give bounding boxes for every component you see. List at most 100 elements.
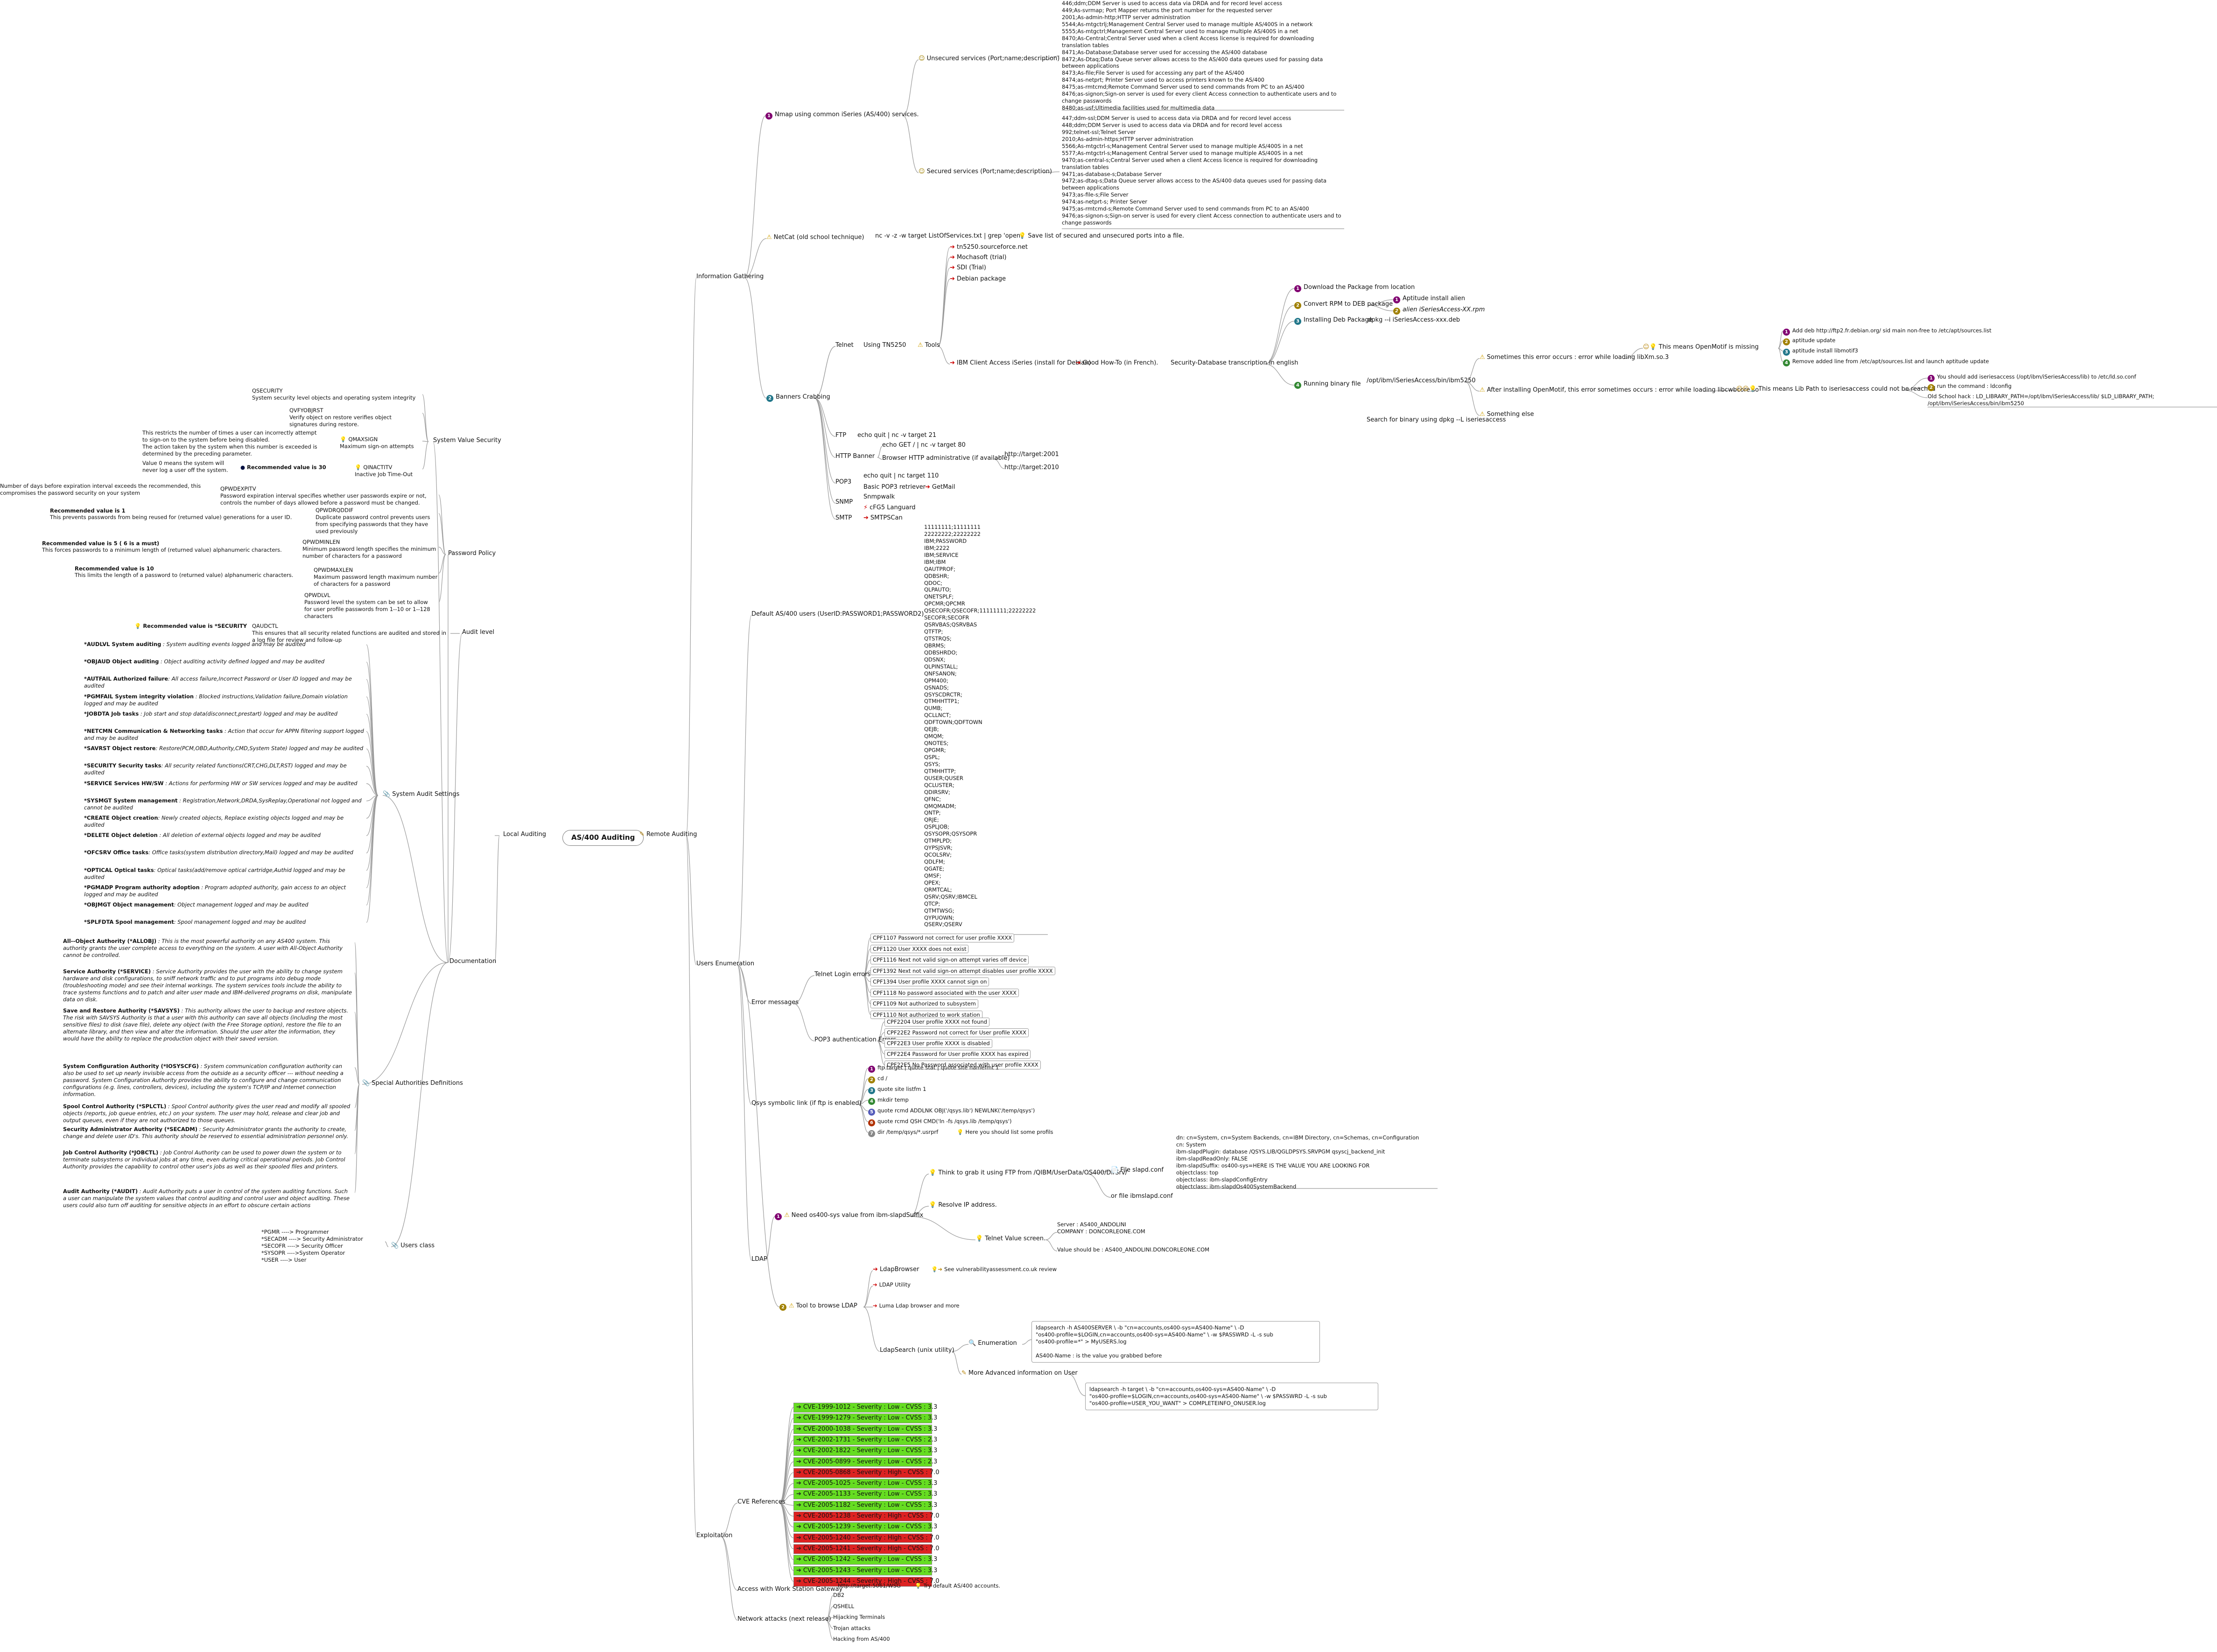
pop3-error-item-label: CPF22E4 Password for User profile XXXX h… <box>887 1051 1029 1057</box>
qpwdminlen-node: QPWDMINLEN Minimum password length speci… <box>302 539 438 560</box>
cve-item[interactable]: ➔CVE-2002-1822 - Severity : Low - CVSS :… <box>793 1446 937 1456</box>
ldapbrowser-node[interactable]: ➔LdapBrowser <box>873 1266 919 1274</box>
qpwdexpitv-node-label: QPWDEXPITV Password expiration interval … <box>220 485 427 506</box>
connector <box>385 1241 389 1247</box>
http-banner-label: HTTP Banner <box>835 453 875 460</box>
connector <box>1904 390 1928 398</box>
ldapsearch-unix-label: LdapSearch (unix utility) <box>880 1347 954 1354</box>
audit-item: *AUTFAIL Authorized failure: All access … <box>84 675 364 689</box>
cve-item[interactable]: ➔CVE-2005-1133 - Severity : Low - CVSS :… <box>793 1490 937 1500</box>
smtp-node: SMTP <box>835 514 852 522</box>
snmp-node: SNMP <box>835 499 853 506</box>
pop3-error-item: CPF22E5 No Password associated with user… <box>884 1061 1041 1069</box>
cve-item[interactable]: ➔CVE-2005-1025 - Severity : Low - CVSS :… <box>793 1479 937 1489</box>
connector <box>863 975 871 1004</box>
openmotif-missing: ☺💡This means OpenMotif is missing <box>1643 344 1759 351</box>
smtp-node-label: SMTP <box>835 514 852 521</box>
http-url-2[interactable]: http://target:2010 <box>1004 464 1059 472</box>
connector <box>793 975 815 1004</box>
error-messages-label: Error messages <box>751 999 799 1006</box>
audit-item-key: *DELETE Object deletion <box>84 832 158 839</box>
cve-item[interactable]: ➔CVE-2002-1731 - Severity : Low - CVSS :… <box>793 1435 937 1445</box>
snmpwalk-node: Snmpwalk <box>863 493 895 501</box>
cve-item[interactable]: ➔CVE-2005-1182 - Severity : Low - CVSS :… <box>793 1500 937 1511</box>
search-icon: 🔍 <box>968 1340 976 1347</box>
pop3-command-label: echo quit | nc target 110 <box>863 472 939 479</box>
connector <box>779 1503 794 1560</box>
smtpscan-node[interactable]: ➔SMTPSCan <box>863 514 903 522</box>
arrow-icon: ➔ <box>796 1480 801 1487</box>
qinactitv-node: 💡QINACTITV Inactive Job Time-Out <box>355 464 425 478</box>
qsys-step-label: mkdir temp <box>877 1097 909 1103</box>
connector <box>863 1270 873 1308</box>
rec1-body: This prevents passwords from being reuse… <box>50 514 292 521</box>
cve-item[interactable]: ➔CVE-1999-1012 - Severity : Low - CVSS :… <box>793 1403 937 1413</box>
cve-item[interactable]: ➔CVE-2005-1239 - Severity : Low - CVSS :… <box>793 1522 937 1532</box>
pop3-node-label: POP3 <box>835 478 852 485</box>
network-attack-item-label: DB2 <box>833 1592 845 1598</box>
cve-item[interactable]: ➔CVE-2005-1238 - Severity : High - CVSS … <box>793 1511 940 1521</box>
luma-node[interactable]: ➔Luma Ldap browser and more <box>873 1302 960 1309</box>
information-gathering-label: Information Gathering <box>696 273 764 280</box>
tool-item[interactable]: ➔SDI (Trial) <box>950 264 986 272</box>
good-howto[interactable]: ➔Good How-To (in French). <box>1076 359 1158 367</box>
warning-icon: ⚠ <box>1480 354 1485 361</box>
qpwdexpitv-node: QPWDEXPITV Password expiration interval … <box>220 485 435 506</box>
qsys-step-label: ftp target | quote stat | quote site nam… <box>877 1064 999 1071</box>
rec5-body-label: This forces passwords to a minimum lengt… <box>42 547 282 553</box>
connector <box>362 962 449 1085</box>
cve-item[interactable]: ➔CVE-2005-1243 - Severity : Low - CVSS :… <box>793 1566 937 1576</box>
qpwdlvl-node: QPWDLVL Password level the system can be… <box>304 592 430 620</box>
wsg-url[interactable]: http://target:5061/WSG <box>838 1582 901 1589</box>
http-url-1[interactable]: http://target:2001 <box>1004 451 1059 459</box>
rec10-title: Recommended value is 10 <box>75 565 154 572</box>
tool-item[interactable]: ➔Mochasoft (trial) <box>950 254 1007 262</box>
search-binary: Search for binary using dpkg --L iseries… <box>1367 416 1506 424</box>
connector <box>1043 56 1060 60</box>
authority-item: Spool Control Authority (*SPLCTL) : Spoo… <box>63 1103 352 1124</box>
tool-item[interactable]: ➔tn5250.sourceforce.net <box>950 244 1028 252</box>
arrow-icon: ➔ <box>950 275 955 282</box>
connector <box>910 1174 929 1217</box>
tool-item[interactable]: ➔Debian package <box>950 275 1006 283</box>
see-vuln[interactable]: 💡➔See vulnerabilityassessment.co.uk revi… <box>931 1266 1057 1273</box>
openmotif-missing-label: This means OpenMotif is missing <box>1658 344 1759 351</box>
security-database: Security-Database transcription in engli… <box>1171 359 1298 367</box>
ldap-utility[interactable]: ➔LDAP Utility <box>873 1281 911 1288</box>
connector <box>779 1503 794 1527</box>
cve-item[interactable]: ➔CVE-2005-1244 - Severity : High - CVSS … <box>793 1576 940 1587</box>
connector <box>903 115 919 173</box>
arrow-icon: ➔ <box>796 1458 801 1465</box>
qaudctl-node-label: QAUDCTL This ensures that all security r… <box>252 623 447 643</box>
unsecured-list-label: 446;ddm;DDM Server is used to access dat… <box>1062 0 1337 112</box>
connector <box>1045 1239 1058 1251</box>
connector <box>1703 390 1737 392</box>
connector <box>910 1216 976 1240</box>
cve-item[interactable]: ➔CVE-1999-1279 - Severity : Low - CVSS :… <box>793 1413 937 1424</box>
connector <box>1043 171 1060 173</box>
number-3-icon: 3 <box>868 1087 875 1094</box>
cve-item[interactable]: ➔CVE-2005-0899 - Severity : Low - CVSS :… <box>793 1457 937 1467</box>
cve-item[interactable]: ➔CVE-2005-0868 - Severity : High - CVSS … <box>793 1468 940 1478</box>
bulb-icon: 💡 <box>355 464 362 471</box>
ldapsearch-box: ldapsearch -h AS400SERVER \ -b "cn=accou… <box>1031 1321 1320 1363</box>
arrow-icon: ➔ <box>796 1490 801 1498</box>
cve-item[interactable]: ➔CVE-2005-1242 - Severity : Low - CVSS :… <box>793 1555 937 1565</box>
authority-item: Service Authority (*SERVICE) : Service A… <box>63 968 352 1003</box>
file-icon: 📄 <box>1111 1167 1119 1174</box>
download-package-label: Download the Package from location <box>1304 284 1415 291</box>
cve-item[interactable]: ➔CVE-2005-1240 - Severity : High - CVSS … <box>793 1533 940 1543</box>
opt-path-label: /opt/ibm/iSeriesAccess/bin/ibm5250 <box>1367 377 1476 384</box>
tools-node-label: Tools <box>925 342 940 349</box>
cve-item[interactable]: ➔CVE-2005-1241 - Severity : High - CVSS … <box>793 1544 940 1554</box>
connector <box>737 964 752 1105</box>
audit-item: *OPTICAL Optical tasks: Optical tasks(ad… <box>84 867 364 881</box>
snmp-node-label: SNMP <box>835 499 853 506</box>
cve-item[interactable]: ➔CVE-2000-1038 - Severity : Low - CVSS :… <box>793 1424 937 1434</box>
getmail-node[interactable]: ➔GetMail <box>925 484 955 492</box>
try-default-label: Try default AS/400 accounts. <box>923 1582 1001 1589</box>
number-7-icon: 7 <box>868 1130 875 1137</box>
arrow-icon: ➔ <box>950 254 955 261</box>
